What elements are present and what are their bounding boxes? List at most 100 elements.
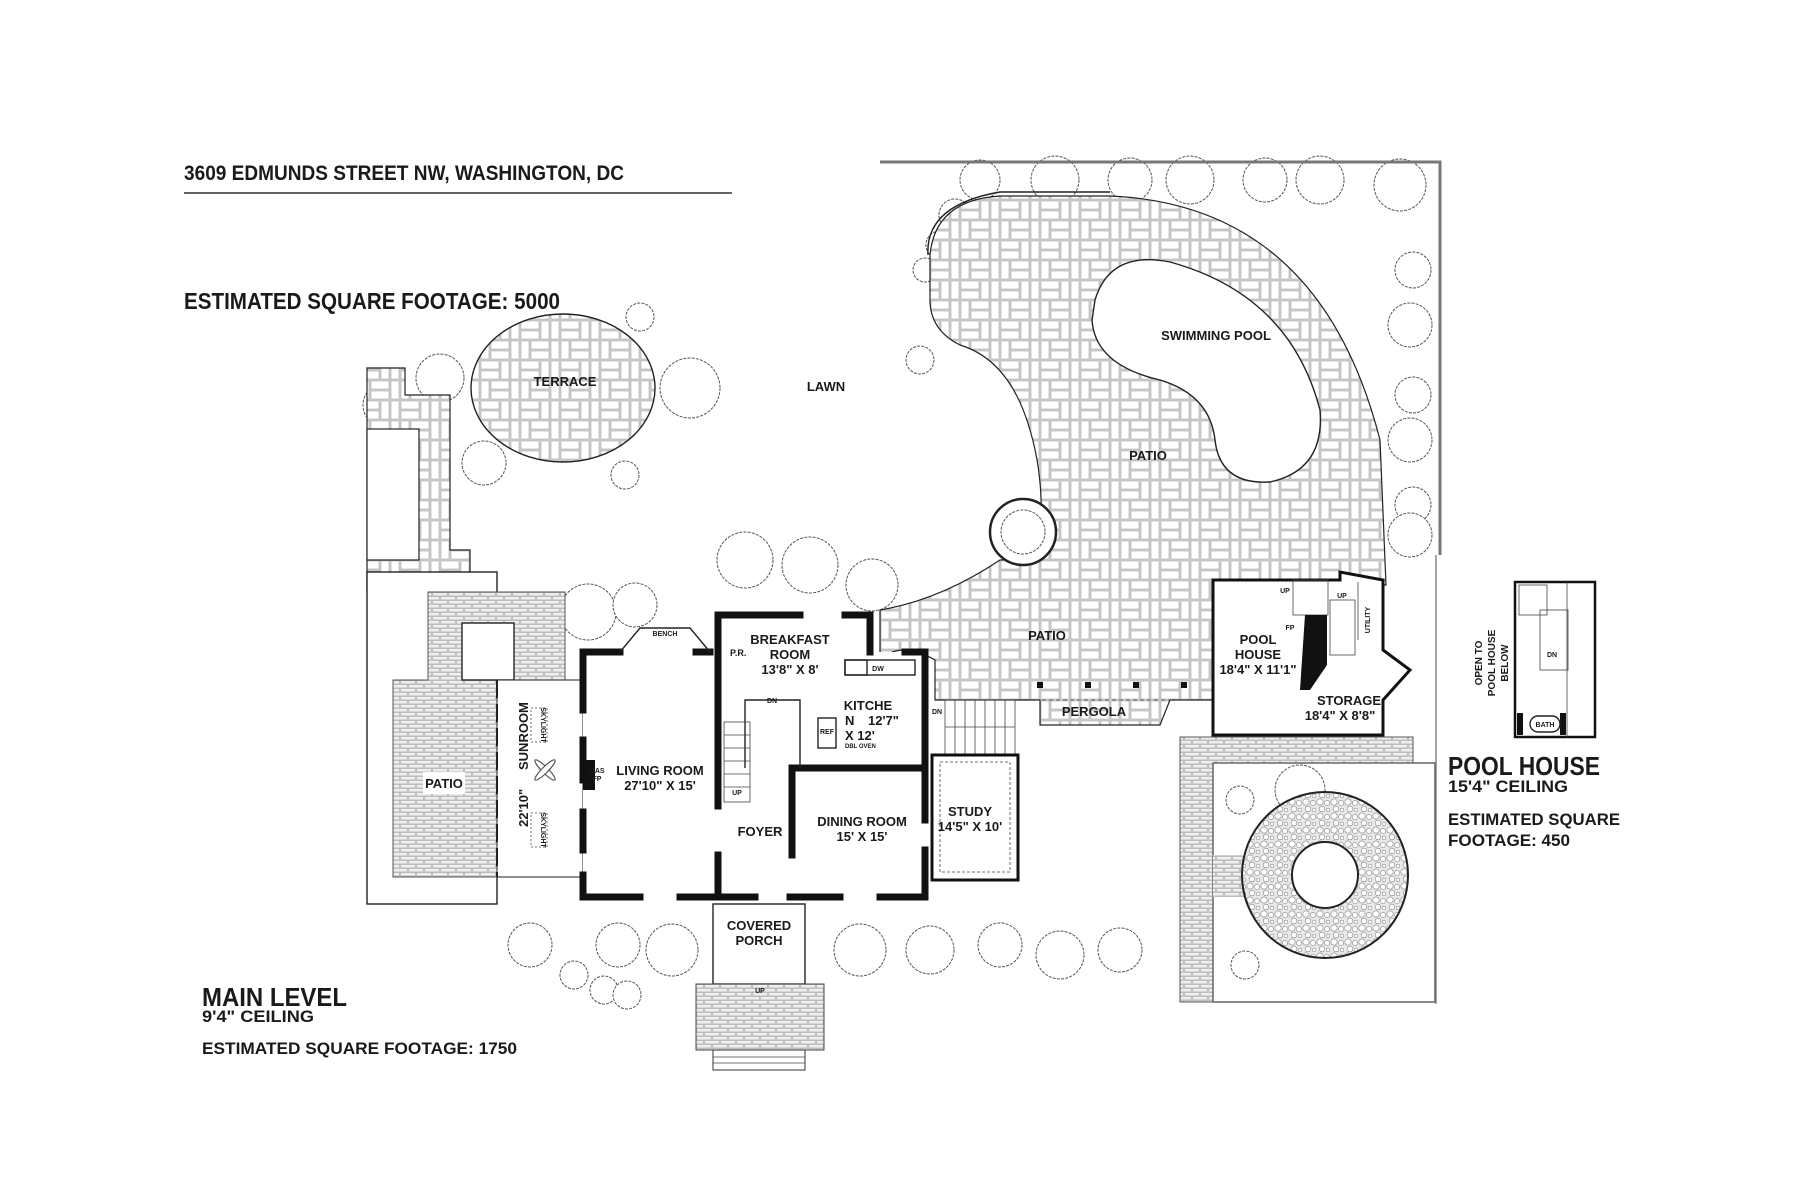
main-level-title: MAIN LEVEL — [202, 982, 347, 1012]
tree-icon — [1230, 950, 1260, 980]
tree-icon — [659, 357, 721, 419]
tree-icon — [716, 531, 774, 589]
swimming-pool-label: SWIMMING POOL — [1161, 328, 1271, 343]
study-label: STUDY — [948, 804, 992, 819]
patio-stairs-dn-label: DN — [932, 709, 942, 716]
storage-label: STORAGE — [1317, 693, 1381, 708]
kitchen-counters — [817, 659, 916, 749]
gas-fp-label-1: GAS — [589, 768, 605, 775]
pool-house-label: POOL — [1240, 632, 1277, 647]
pool-house-dims: 18'4" X 11'1" — [1219, 662, 1296, 677]
left-planter — [366, 428, 420, 561]
storage-up-label: UP — [1337, 593, 1347, 600]
tree-icon — [415, 353, 465, 403]
tree-icon — [977, 922, 1023, 968]
fire-pit-center — [1291, 841, 1359, 909]
pool-house-sqft-1: ESTIMATED SQUARE — [1448, 810, 1620, 829]
tree-icon — [1225, 785, 1255, 815]
terrace-label: TERRACE — [534, 374, 597, 389]
pool-patio-label: PATIO — [1129, 448, 1167, 463]
tree-icon — [612, 980, 642, 1010]
tree-icon — [1097, 927, 1143, 973]
tree-icon — [610, 460, 640, 490]
front-walk — [695, 983, 825, 1051]
main-level-sqft: ESTIMATED SQUARE FOOTAGE: 1750 — [202, 1039, 517, 1058]
pool-house-label-2: HOUSE — [1235, 647, 1282, 662]
living-room-dims: 27'10" X 15' — [624, 778, 696, 793]
left-patio-label: PATIO — [425, 776, 463, 791]
main-house-walls — [579, 611, 929, 901]
tree-icon — [595, 922, 641, 968]
open-below-line3: BELOW — [1500, 644, 1511, 682]
tree-icon — [1394, 376, 1432, 414]
tree-icon — [612, 582, 658, 628]
pergola-label: PERGOLA — [1062, 704, 1127, 719]
stairs-up-label: UP — [732, 790, 742, 797]
kitchen-dims-2: X 12' — [845, 728, 875, 743]
tree-icon — [1035, 930, 1085, 980]
tree-icon — [905, 345, 935, 375]
pool-patio-border — [927, 191, 1110, 256]
powder-room-label: P.R. — [730, 648, 746, 658]
tree-icon — [781, 536, 839, 594]
kitchen-label-2: N — [845, 713, 854, 728]
tree-icon — [1387, 512, 1433, 558]
patio-stairs — [944, 699, 1016, 756]
tree-icon — [1295, 155, 1345, 205]
tree-icon — [1000, 509, 1046, 555]
tree-icon — [1373, 158, 1427, 212]
loft-stairs-dn-label: DN — [1547, 652, 1557, 659]
patio-label-bg — [423, 772, 465, 794]
sunroom-dims: 22'10" — [516, 789, 531, 827]
open-below-label: OPEN TO POOL HOUSE BELOW — [1474, 629, 1511, 696]
pergola — [1035, 682, 1190, 701]
stairs-dn-label: DN — [767, 698, 777, 705]
tree-icon — [959, 159, 1001, 201]
front-steps-up-label: UP — [755, 988, 765, 995]
bath-label: BATH — [1536, 722, 1555, 729]
main-level-ceiling: 9'4" CEILING — [202, 1007, 314, 1026]
tree-icon — [1165, 155, 1215, 205]
tree-icon — [1387, 302, 1433, 348]
breakfast-room-label: BREAKFAST — [750, 632, 830, 647]
terrace — [470, 313, 656, 463]
pool-house-loft-plan — [1513, 580, 1597, 739]
tree-icon — [833, 923, 887, 977]
covered-porch — [712, 903, 806, 985]
tree-icon — [645, 923, 699, 977]
ref-label: REF — [820, 729, 835, 736]
foyer-label: FOYER — [738, 824, 783, 839]
skylight-label-1: SKYLIGHT — [539, 707, 546, 743]
planter-square — [461, 622, 515, 681]
covered-porch-label: COVERED — [727, 918, 791, 933]
lawn-label: LAWN — [807, 379, 845, 394]
main-stairs — [723, 721, 751, 803]
property-lines — [880, 160, 1442, 1004]
dbl-oven-label: DBL OVEN — [845, 744, 876, 750]
pool-house-ceiling: 15'4" CEILING — [1448, 777, 1568, 796]
pool-house-up-label: UP — [1280, 588, 1290, 595]
tree-icon — [625, 302, 655, 332]
utility-label: UTILITY — [1365, 606, 1372, 633]
sunroom-label: SUNROOM — [516, 702, 531, 770]
living-room-label: LIVING ROOM — [616, 763, 703, 778]
tree-icon — [507, 922, 553, 968]
bench-label: BENCH — [653, 631, 678, 638]
gas-fp-label-2: FP — [593, 776, 602, 783]
tree-icon — [1394, 251, 1432, 289]
dining-room-dims: 15' X 15' — [837, 829, 888, 844]
open-below-line2: POOL HOUSE — [1487, 629, 1498, 696]
dw-label: DW — [872, 666, 884, 673]
tree-icon — [845, 558, 899, 612]
covered-porch-label-2: PORCH — [736, 933, 783, 948]
tree-icon — [559, 583, 617, 641]
kitchen-label: KITCHE — [844, 698, 893, 713]
ceiling-fan-icon — [534, 759, 556, 781]
swimming-pool — [1091, 258, 1322, 483]
tree-icon — [1107, 157, 1153, 203]
breakfast-room-dims: 13'8" X 8' — [761, 662, 818, 677]
address-title: 3609 EDMUNDS STREET NW, WASHINGTON, DC — [184, 162, 624, 185]
pool-house — [1211, 570, 1413, 737]
total-sqft: ESTIMATED SQUARE FOOTAGE: 5000 — [184, 288, 560, 314]
